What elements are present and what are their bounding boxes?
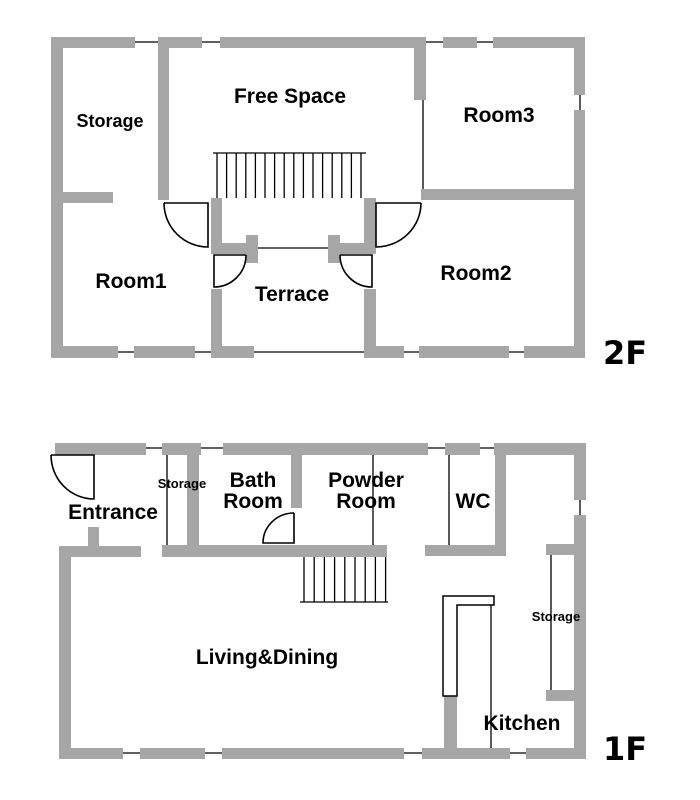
room-label-living-dining: Living&Dining (196, 646, 338, 669)
wall (211, 198, 222, 254)
door-room2 (375, 202, 422, 248)
wall (546, 690, 586, 701)
door-terrace-right (339, 254, 373, 288)
wall (220, 37, 426, 48)
wall (162, 545, 387, 557)
wall (223, 443, 428, 455)
wall (414, 37, 426, 100)
wall (88, 527, 99, 546)
kitchen-counter (442, 595, 495, 697)
wall (211, 289, 222, 358)
wall (495, 443, 506, 556)
floor-label-2f: 2F (603, 334, 647, 372)
wall (51, 192, 113, 203)
room-label-terrace: Terrace (255, 283, 329, 306)
room-label-room2: Room2 (440, 262, 511, 285)
wall (493, 37, 585, 48)
staircase-2f (213, 152, 366, 198)
room-label-bath-1: Bath (230, 469, 277, 492)
wall (443, 37, 477, 48)
room-label-room3: Room3 (463, 104, 534, 127)
wall (291, 455, 302, 508)
wall (222, 748, 404, 759)
door-terrace-left (213, 254, 247, 288)
wall (55, 443, 146, 455)
wall (546, 544, 586, 555)
wall (59, 546, 141, 557)
room-label-free-space: Free Space (234, 85, 346, 108)
wall (574, 37, 585, 95)
room-label-powder-1: Powder (328, 469, 404, 492)
wall (419, 346, 509, 358)
wall (494, 443, 586, 455)
wall (364, 289, 376, 358)
wall (444, 696, 457, 759)
wall (211, 243, 258, 254)
floor-plan-1f: Entrance Storage Bath Room Powder Room W… (50, 443, 647, 768)
floor-label-1f: 1F (603, 730, 647, 768)
staircase-1f (300, 557, 388, 603)
wall (422, 748, 510, 759)
floor-plan-2f: Free Space Storage Room3 Room1 Terrace R… (51, 37, 647, 372)
wall (574, 443, 586, 500)
door-entrance (50, 454, 95, 500)
door-bath (262, 512, 295, 544)
room-label-storage: Storage (76, 111, 143, 131)
wall (51, 346, 118, 358)
wall (140, 748, 205, 759)
room-label-storage-right: Storage (532, 609, 580, 624)
wall (364, 198, 376, 254)
wall (246, 235, 258, 263)
room-label-room1: Room1 (95, 270, 166, 293)
wall (59, 546, 71, 759)
wall (526, 748, 586, 759)
wall (574, 110, 585, 358)
room-label-kitchen: Kitchen (483, 712, 560, 735)
wall (158, 37, 169, 200)
wall (187, 443, 199, 546)
door-room1 (163, 202, 209, 248)
wall (445, 443, 480, 455)
room-label-entrance: Entrance (68, 501, 158, 524)
wall (425, 545, 506, 556)
room-label-bath-2: Room (223, 490, 283, 513)
wall (524, 346, 585, 358)
wall (158, 37, 202, 48)
room-label-powder-2: Room (336, 490, 396, 513)
wall (134, 346, 195, 358)
wall (328, 235, 340, 263)
wall (59, 748, 123, 759)
wall (328, 243, 376, 254)
wall (51, 37, 135, 48)
wall (421, 189, 585, 200)
room-label-wc: WC (456, 490, 491, 513)
room-label-storage-small: Storage (158, 476, 206, 491)
